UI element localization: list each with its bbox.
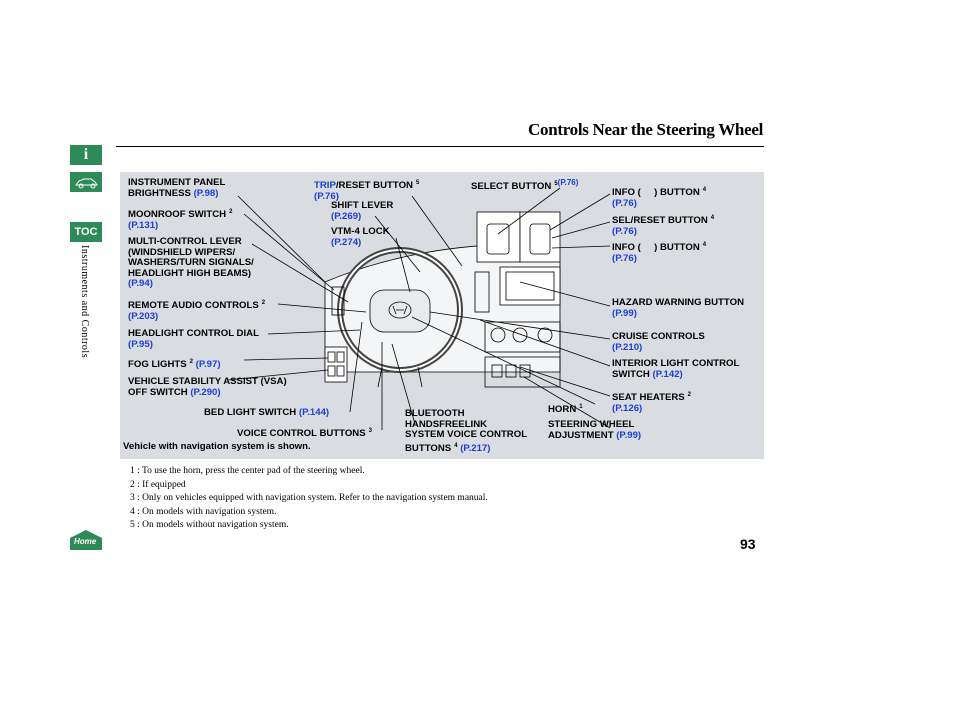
diagram-panel: INSTRUMENT PANEL BRIGHTNESS (P.98) MOONR… — [120, 172, 764, 459]
link-p144[interactable]: (P.144) — [298, 407, 330, 418]
info-icon: i — [83, 146, 89, 163]
callout-vsa-switch: VEHICLE STABILITY ASSIST (VSA) OFF SWITC… — [128, 376, 287, 398]
link-trip[interactable]: TRIP — [314, 180, 336, 192]
footnote-1: 1 : To use the horn, press the center pa… — [130, 466, 365, 476]
link-p76-info2[interactable]: (P.76) — [612, 252, 637, 264]
dashboard-illustration — [227, 187, 611, 430]
title-rule — [116, 146, 764, 147]
link-p210[interactable]: (P.210) — [612, 341, 643, 353]
callout-headlight-dial: HEADLIGHT CONTROL DIAL (P.95) — [128, 328, 259, 350]
navigation-note: Vehicle with navigation system is shown. — [123, 441, 311, 452]
callout-instrument-panel: INSTRUMENT PANEL BRIGHTNESS (P.98) — [128, 177, 226, 199]
callout-multi-control-lever: MULTI-CONTROL LEVER(WINDSHIELD WIPERS/ W… — [128, 236, 254, 289]
vehicle-tab[interactable] — [70, 172, 102, 192]
footnote-2: 2 : If equipped — [130, 480, 186, 490]
link-p76-select[interactable]: (P.76) — [557, 178, 579, 187]
link-p131[interactable]: (P.131) — [128, 219, 159, 231]
link-p76-selreset[interactable]: (P.76) — [612, 225, 637, 237]
page-title: Controls Near the Steering Wheel — [528, 120, 763, 139]
home-button[interactable]: Home — [70, 530, 102, 550]
link-p76-trip[interactable]: (P.76) — [314, 190, 339, 202]
footnote-4: 4 : On models with navigation system. — [130, 507, 277, 517]
link-p203[interactable]: (P.203) — [128, 310, 159, 322]
callout-cruise: CRUISE CONTROLS (P.210) — [612, 331, 705, 353]
link-p99-steering[interactable]: (P.99) — [616, 429, 642, 441]
page-number: 93 — [740, 536, 756, 552]
info-tab[interactable]: i — [70, 145, 102, 165]
link-p99-hazard[interactable]: (P.99) — [612, 307, 637, 319]
footnote-3: 3 : Only on vehicles equipped with navig… — [130, 493, 488, 503]
link-p98[interactable]: (P.98) — [193, 187, 219, 199]
link-p217[interactable]: (P.217) — [460, 442, 491, 454]
link-p142[interactable]: (P.142) — [652, 368, 683, 380]
toc-tab[interactable]: TOC — [70, 222, 102, 242]
link-p94[interactable]: (P.94) — [128, 278, 153, 289]
callout-steering-adjustment: STEERING WHEEL ADJUSTMENT (P.99) — [548, 419, 642, 441]
link-p95[interactable]: (P.95) — [128, 338, 153, 350]
callout-shift-lever: SHIFT LEVER (P.269) — [331, 200, 394, 222]
callout-vtm4-lock: VTM-4 LOCK (P.274) — [331, 226, 390, 248]
link-p290[interactable]: (P.290) — [190, 386, 221, 398]
link-p97[interactable]: (P.97) — [195, 359, 221, 371]
link-p274[interactable]: (P.274) — [331, 236, 362, 248]
callout-interior-light: INTERIOR LIGHT CONTROL SWITCH (P.142) — [612, 358, 740, 380]
callout-bed-light: BED LIGHT SWITCH (P.144) — [204, 407, 330, 418]
link-p269[interactable]: (P.269) — [331, 210, 362, 222]
section-side-label: Instruments and Controls — [79, 245, 90, 359]
footnote-5: 5 : On models without navigation system. — [130, 520, 289, 530]
link-p76-info1[interactable]: (P.76) — [612, 197, 637, 209]
callout-hazard: HAZARD WARNING BUTTON (P.99) — [612, 297, 744, 319]
car-icon — [75, 178, 98, 189]
home-icon — [70, 530, 102, 550]
link-p126[interactable]: (P.126) — [612, 402, 643, 414]
